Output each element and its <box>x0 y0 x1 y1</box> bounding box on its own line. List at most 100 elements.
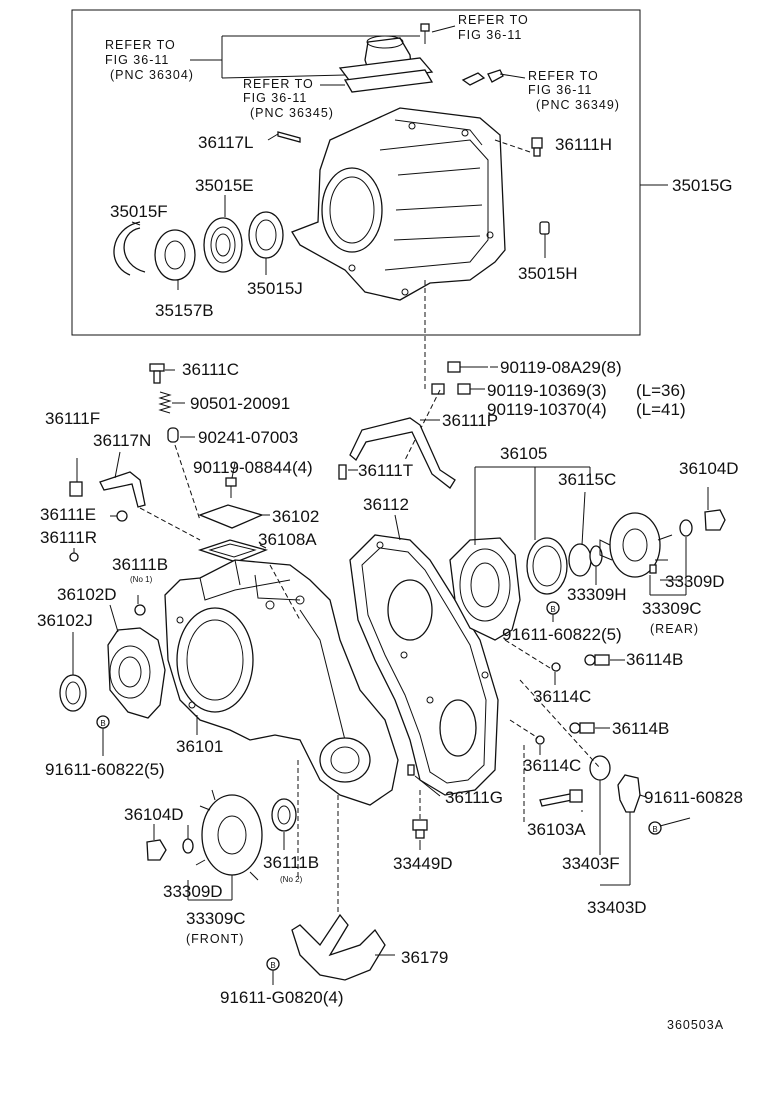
bolt-icon <box>225 477 237 498</box>
part-label: 91611-G0820(4) <box>220 988 344 1007</box>
part-label: 33403D <box>587 898 647 917</box>
part-label: (REAR) <box>650 622 699 636</box>
leader-lines-lower <box>72 366 709 985</box>
seal-icon <box>59 674 87 712</box>
part-label: 36108A <box>258 530 317 549</box>
part-label: 36111B <box>112 555 168 574</box>
part-label: 36105 <box>500 444 547 463</box>
speed-sensor-icon <box>617 774 641 813</box>
part-label: 33403F <box>562 854 620 873</box>
part-label: 90119-10369(3) <box>487 381 607 400</box>
sub-assembly-box <box>71 9 641 336</box>
part-label: 36111B <box>263 853 319 872</box>
nipple-icon <box>338 464 347 480</box>
hose-icon <box>99 471 146 508</box>
part-label: (FRONT) <box>186 932 244 946</box>
rear-cover-icon <box>107 627 166 719</box>
part-label: 36111T <box>358 461 413 480</box>
part-label: 33449D <box>393 854 453 873</box>
extension-housing <box>291 107 506 301</box>
transfer-case-front <box>164 559 399 806</box>
part-label: 36102D <box>57 585 117 604</box>
svg-text:B: B <box>550 605 555 614</box>
part-label: 36102 <box>272 507 319 526</box>
refer-note: REFER TO <box>243 77 314 91</box>
bolt-icon <box>539 789 583 807</box>
drain-plug-icon <box>412 819 428 839</box>
part-label: (L=36) <box>636 381 686 400</box>
part-label: 90119-10370(4) <box>487 400 607 419</box>
part-label: 36115C <box>558 470 616 489</box>
part-label: (L=41) <box>636 400 686 419</box>
refer-note: FIG 36-11 <box>243 91 307 105</box>
bearing-icon <box>203 217 243 273</box>
part-label: 35157B <box>155 301 214 320</box>
refer-note: FIG 36-11 <box>458 28 522 42</box>
svg-text:B: B <box>100 719 105 728</box>
part-label: 36114C <box>523 756 581 775</box>
plug-icon <box>149 363 165 384</box>
flange-icon <box>599 512 673 578</box>
part-label: (No 1) <box>130 575 153 584</box>
refer-note: FIG 36-11 <box>528 83 592 97</box>
part-label: 36111H <box>555 135 612 154</box>
part-label: 35015F <box>110 202 168 221</box>
part-label: 36104D <box>679 459 739 478</box>
nut-icon <box>704 509 726 531</box>
cover-plate-icon <box>198 504 264 529</box>
part-label: 36114B <box>612 719 669 738</box>
refer-note: (PNC 36349) <box>536 98 620 112</box>
part-label: 90119-08A29(8) <box>500 358 622 377</box>
plug-icon <box>134 604 146 616</box>
screw-icon <box>420 23 430 44</box>
part-label: 90119-08844(4) <box>193 458 313 477</box>
pin-icon <box>539 221 550 235</box>
part-label: 36111R <box>40 528 97 547</box>
plug-icon <box>69 552 79 562</box>
gasket-icon <box>197 539 269 563</box>
part-label: 36101 <box>176 737 223 756</box>
breather-tube-icon <box>349 417 456 489</box>
clip-icon <box>461 69 504 86</box>
part-label: 36117N <box>93 431 151 450</box>
part-label: 33309D <box>163 882 223 901</box>
spring-icon <box>158 391 172 414</box>
part-label: 36112 <box>363 495 409 514</box>
part-label: 36111C <box>182 360 239 379</box>
flange-icon <box>195 789 263 881</box>
part-label: 36114B <box>626 650 683 669</box>
refer-note: REFER TO <box>458 13 529 27</box>
part-label: (No 2) <box>280 875 303 884</box>
part-label: 91611-60822(5) <box>502 625 622 644</box>
snap-ring-icon <box>113 221 146 276</box>
part-label: 36117L <box>198 133 253 152</box>
seal-icon <box>248 211 284 259</box>
seal-icon <box>568 543 592 577</box>
plug-icon <box>69 481 83 497</box>
part-label: 35015J <box>247 279 303 298</box>
part-label: 36102J <box>37 611 93 630</box>
svg-text:B: B <box>652 825 657 834</box>
illustration-code: 360503A <box>667 1018 724 1032</box>
part-label: 36111F <box>45 409 100 428</box>
part-label: 35015E <box>195 176 254 195</box>
bolt-icon <box>649 564 657 574</box>
part-label: 36111P <box>442 411 498 430</box>
part-label: 35015H <box>518 264 578 283</box>
part-label: 36103A <box>527 820 586 839</box>
part-label: 33309C <box>642 599 702 618</box>
washer-icon <box>116 510 128 522</box>
pin-icon <box>277 131 301 143</box>
part-label: 91611-60822(5) <box>45 760 165 779</box>
retainer-icon <box>154 229 196 281</box>
nut-icon <box>146 839 167 861</box>
part-label: 36111E <box>40 505 96 524</box>
seal-icon <box>271 798 297 832</box>
pin-icon <box>407 764 415 776</box>
part-label: 90501-20091 <box>190 394 290 413</box>
part-label: 33309D <box>665 572 725 591</box>
refer-note: FIG 36-11 <box>105 53 169 67</box>
top-cover <box>338 35 434 93</box>
pin-icon <box>167 427 179 443</box>
part-label: 33309H <box>567 585 627 604</box>
